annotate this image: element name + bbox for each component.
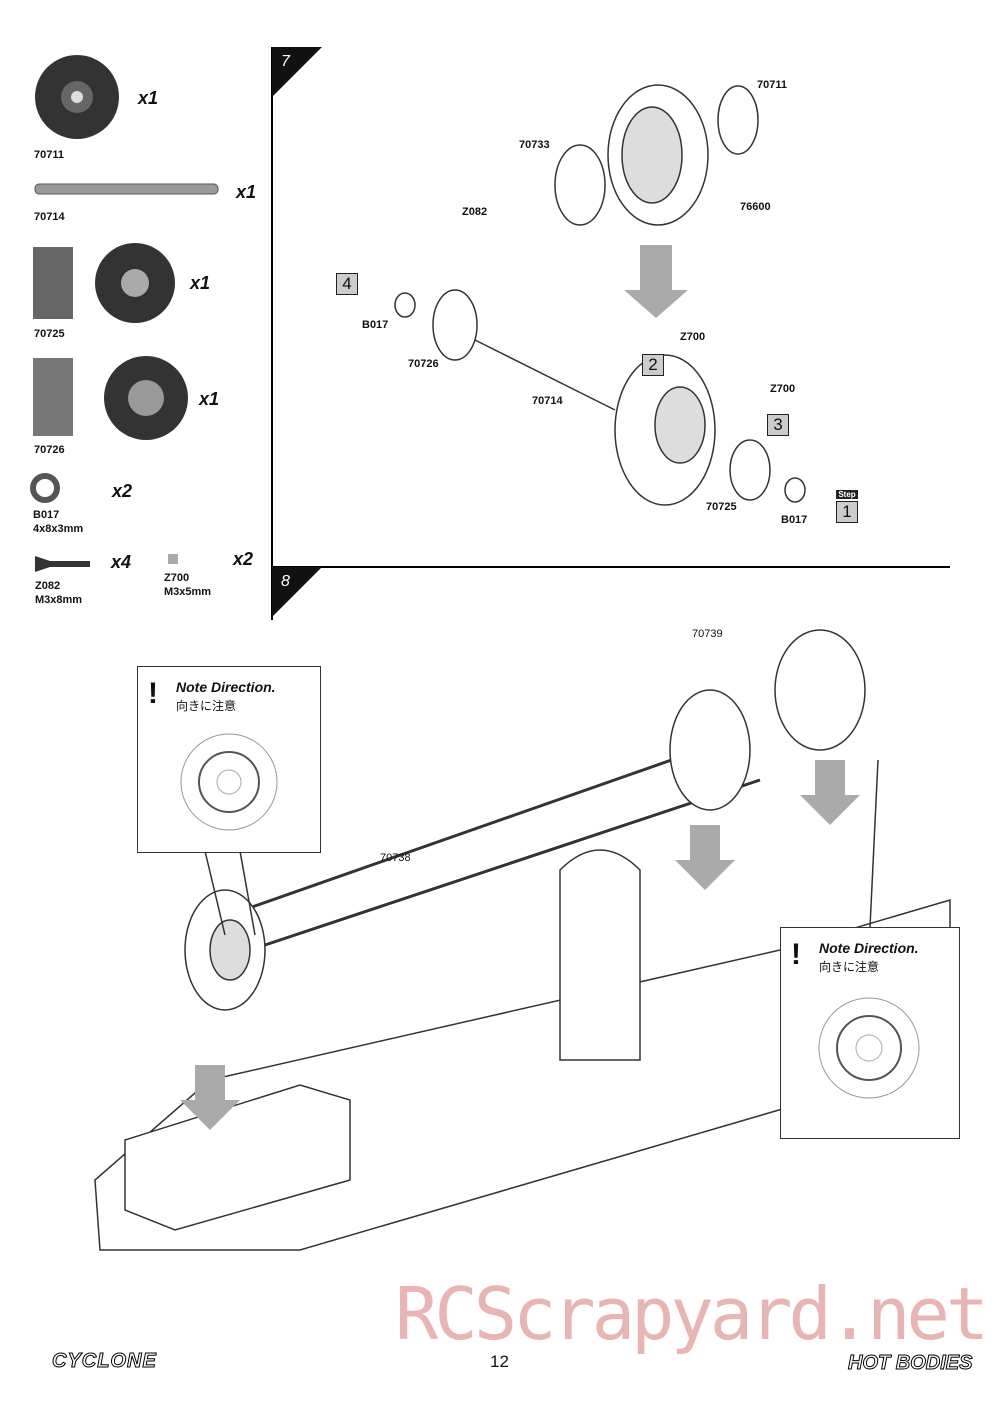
part-Z700-image — [168, 554, 178, 564]
note-title: Note Direction. — [819, 940, 919, 956]
substep-box: 2 — [642, 354, 664, 376]
exclamation-icon: ! — [148, 677, 158, 710]
note-title: Note Direction. — [176, 679, 276, 695]
note-direction-box: ! Note Direction. 向きに注意 — [137, 666, 321, 853]
part-qty: x2 — [112, 481, 133, 501]
label-Z700: Z700 — [770, 383, 796, 395]
exclamation-icon: ! — [791, 938, 801, 971]
label-B017: B017 — [362, 319, 389, 331]
part-size: 4x8x3mm — [33, 523, 84, 535]
part-code: Z700 — [164, 572, 190, 584]
substep-box: 3 — [767, 414, 789, 436]
watermark: RCScrapyard.net — [395, 1272, 989, 1356]
note-direction-box: ! Note Direction. 向きに注意 — [780, 927, 960, 1139]
label-70738: 70738 — [380, 852, 411, 864]
substep-box: 1 — [836, 501, 858, 523]
part-qty: x1 — [236, 182, 257, 202]
label-70714: 70714 — [532, 395, 563, 407]
part-70711-image — [35, 55, 119, 139]
part-70725-image — [33, 243, 175, 323]
label-70726: 70726 — [408, 358, 439, 370]
label-Z700: Z700 — [680, 331, 706, 343]
part-code: 70726 — [34, 444, 65, 456]
label-70725: 70725 — [706, 501, 737, 513]
part-qty: x1 — [190, 273, 211, 293]
part-code: B017 — [33, 509, 60, 521]
part-code: 70714 — [34, 211, 65, 223]
note-detail-drawing — [818, 997, 920, 1099]
label-70733: 70733 — [519, 139, 550, 151]
step8-number: 8 — [281, 573, 290, 590]
step7-number: 7 — [281, 53, 290, 70]
step8-tab — [272, 567, 322, 617]
part-code: Z082 — [35, 580, 61, 592]
note-detail-drawing — [180, 733, 278, 831]
part-code: 70711 — [34, 149, 64, 161]
step7-tab — [272, 47, 322, 97]
label-70711: 70711 — [757, 79, 787, 91]
part-Z082-image — [35, 556, 90, 572]
part-code: 70725 — [34, 328, 65, 340]
note-japanese: 向きに注意 — [176, 699, 237, 713]
substep-box: 4 — [336, 273, 358, 295]
part-qty: x4 — [111, 552, 132, 572]
step-word: Step — [836, 490, 858, 499]
part-70714-image — [34, 183, 219, 195]
part-size: M3x5mm — [164, 586, 212, 598]
label-B017: B017 — [781, 514, 808, 526]
part-qty: x2 — [233, 549, 254, 569]
label-70739: 70739 — [692, 628, 723, 640]
hotbodies-logo: HOT BODIES — [847, 1352, 973, 1375]
cyclone-logo: CYCLONE — [52, 1350, 157, 1373]
part-70726-image — [33, 356, 188, 440]
label-76600: 76600 — [740, 201, 771, 213]
label-Z082: Z082 — [462, 206, 488, 218]
note-japanese: 向きに注意 — [819, 960, 880, 974]
part-qty: x1 — [138, 88, 159, 108]
part-B017-image — [30, 473, 60, 503]
page-number: 12 — [490, 1352, 509, 1371]
part-size: M3x8mm — [35, 594, 83, 606]
part-qty: x1 — [199, 389, 220, 409]
